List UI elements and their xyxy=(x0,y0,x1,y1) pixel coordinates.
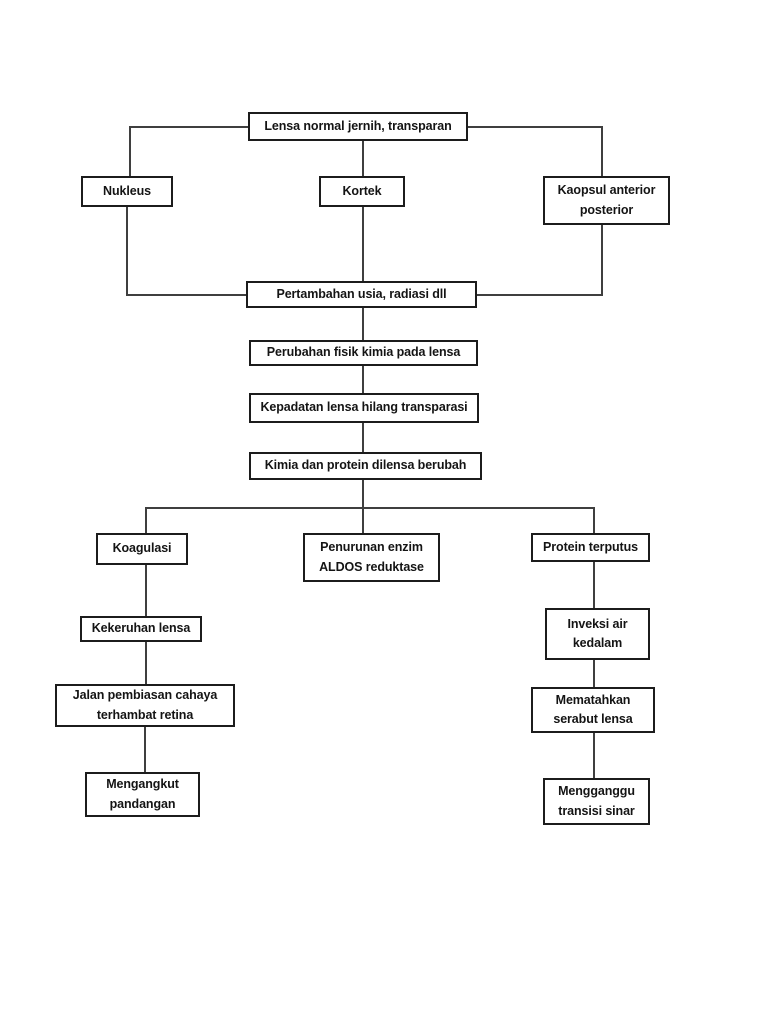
node-label: Nukleus xyxy=(103,183,151,198)
node-label: Koagulasi xyxy=(112,541,172,556)
connector-kaopsul-down-vertical xyxy=(601,225,603,296)
connector-kaopsul-pertambahan-horizontal xyxy=(477,294,603,296)
connector-mematahkan-mengganggu-vertical xyxy=(593,733,595,778)
node-kortek: Kortek xyxy=(319,176,405,207)
node-penurunan-enzim: Penurunan enzim ALDOS reduktase xyxy=(303,533,440,582)
node-label: Inveksi air kedalam xyxy=(567,616,628,650)
node-label: Mengganggu transisi sinar xyxy=(558,784,635,818)
node-pertambahan-usia: Pertambahan usia, radiasi dll xyxy=(246,281,477,308)
connector-nukleus-pertambahan-horizontal xyxy=(126,294,246,296)
node-jalan-pembiasan: Jalan pembiasan cahaya terhambat retina xyxy=(55,684,235,727)
node-nukleus: Nukleus xyxy=(81,176,173,207)
connector-lensa-left-horizontal xyxy=(130,126,248,128)
node-label: Lensa normal jernih, transparan xyxy=(264,118,452,133)
connector-koagulasi-kekeruhan-vertical xyxy=(145,565,147,616)
connector-inveksi-mematahkan-vertical xyxy=(593,660,595,687)
node-label: Mengangkut pandangan xyxy=(106,777,179,811)
node-label: Protein terputus xyxy=(543,539,638,554)
node-label: Mematahkan serabut lensa xyxy=(553,692,633,726)
node-label: Perubahan fisik kimia pada lensa xyxy=(266,345,461,360)
node-label: Kepadatan lensa hilang transparasi xyxy=(260,400,468,415)
node-kaopsul-anterior-posterior: Kaopsul anterior posterior xyxy=(543,176,670,225)
connector-perubahan-kepadatan-vertical xyxy=(362,366,364,393)
connector-branch-koagulasi-vertical xyxy=(145,507,147,533)
node-label: Kortek xyxy=(342,183,382,198)
connector-kortek-pertambahan-vertical xyxy=(362,207,364,281)
node-label: Pertambahan usia, radiasi dll xyxy=(276,286,447,301)
node-protein-terputus: Protein terputus xyxy=(531,533,650,562)
node-lensa-normal: Lensa normal jernih, transparan xyxy=(248,112,468,141)
node-label: Penurunan enzim ALDOS reduktase xyxy=(319,540,424,574)
connector-kepadatan-kimia-vertical xyxy=(362,423,364,452)
connector-pertambahan-perubahan-vertical xyxy=(362,308,364,340)
connector-branch-protein-vertical xyxy=(593,507,595,533)
node-label: Kimia dan protein dilensa berubah xyxy=(264,458,467,473)
connector-branch-horizontal xyxy=(145,507,595,509)
connector-protein-inveksi-vertical xyxy=(593,562,595,608)
node-label: Jalan pembiasan cahaya terhambat retina xyxy=(72,688,218,722)
node-label: Kekeruhan lensa xyxy=(91,621,191,636)
connector-nukleus-down-vertical xyxy=(126,207,128,296)
node-mengganggu-transisi: Mengganggu transisi sinar xyxy=(543,778,650,825)
node-mengangkut-pandangan: Mengangkut pandangan xyxy=(85,772,200,817)
connector-lensa-nukleus-vertical xyxy=(129,126,131,176)
connector-jalan-mengangkut-vertical xyxy=(144,727,146,772)
node-perubahan-fisik: Perubahan fisik kimia pada lensa xyxy=(249,340,478,366)
connector-lensa-kortek-vertical xyxy=(362,141,364,176)
connector-lensa-right-horizontal xyxy=(468,126,602,128)
node-label: Kaopsul anterior posterior xyxy=(557,183,656,217)
connector-kimia-branch-vertical xyxy=(362,480,364,507)
node-kekeruhan-lensa: Kekeruhan lensa xyxy=(80,616,202,642)
node-koagulasi: Koagulasi xyxy=(96,533,188,565)
connector-lensa-kaopsul-vertical xyxy=(601,126,603,176)
connector-branch-penurunan-vertical xyxy=(362,507,364,533)
node-inveksi-air: Inveksi air kedalam xyxy=(545,608,650,660)
node-mematahkan-serabut: Mematahkan serabut lensa xyxy=(531,687,655,733)
connector-kekeruhan-jalan-vertical xyxy=(145,642,147,684)
node-kepadatan-lensa: Kepadatan lensa hilang transparasi xyxy=(249,393,479,423)
node-kimia-protein: Kimia dan protein dilensa berubah xyxy=(249,452,482,480)
